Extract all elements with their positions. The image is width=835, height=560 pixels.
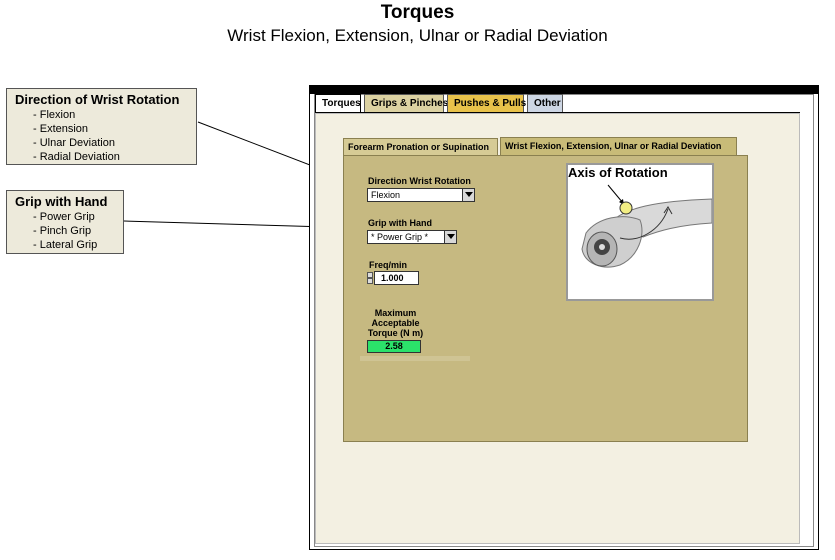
direction-select-value: Flexion xyxy=(371,190,401,200)
freq-label: Freq/min xyxy=(369,260,408,270)
list-item: Power Grip xyxy=(33,210,115,224)
callout-grip-hand: Grip with Hand Power Grip Pinch Grip Lat… xyxy=(6,190,124,254)
tab-torques[interactable]: Torques xyxy=(315,94,361,113)
callout-direction-title: Direction of Wrist Rotation xyxy=(15,92,180,107)
page-subtitle: Wrist Flexion, Extension, Ulnar or Radia… xyxy=(227,26,608,45)
tab-other[interactable]: Other xyxy=(527,94,563,112)
max-torque-label: Maximum Acceptable Torque (N m) xyxy=(367,308,424,338)
axis-rotation-label: Axis of Rotation xyxy=(568,165,668,180)
chevron-down-icon[interactable] xyxy=(462,189,474,201)
wrist-illustration xyxy=(566,163,714,301)
callout-grip-title: Grip with Hand xyxy=(15,194,108,209)
grip-select-value: * Power Grip * xyxy=(371,232,429,242)
callout-direction-rotation: Direction of Wrist Rotation Flexion Exte… xyxy=(6,88,197,165)
subtab-forearm[interactable]: Forearm Pronation or Supination xyxy=(343,138,498,155)
panel-divider xyxy=(360,356,470,361)
direction-select[interactable]: Flexion xyxy=(367,188,475,202)
callout-grip-list: Power Grip Pinch Grip Lateral Grip xyxy=(15,210,115,252)
subtab-wrist[interactable]: Wrist Flexion, Extension, Ulnar or Radia… xyxy=(500,137,737,155)
page-title: Torques xyxy=(380,2,455,23)
increment-icon[interactable] xyxy=(367,272,373,278)
grip-label: Grip with Hand xyxy=(368,218,432,228)
list-item: Extension xyxy=(33,122,188,136)
window-title-bar xyxy=(310,86,818,94)
direction-label: Direction Wrist Rotation xyxy=(368,176,471,186)
tab-strip-divider xyxy=(315,112,800,113)
chevron-down-icon[interactable] xyxy=(444,231,456,243)
callout-direction-list: Flexion Extension Ulnar Deviation Radial… xyxy=(15,108,188,164)
list-item: Radial Deviation xyxy=(33,150,188,164)
tab-grips-pinches[interactable]: Grips & Pinches xyxy=(364,94,448,112)
list-item: Lateral Grip xyxy=(33,238,115,252)
list-item: Ulnar Deviation xyxy=(33,136,188,150)
freq-input[interactable]: 1.000 xyxy=(374,271,419,285)
tab-pushes-pulls[interactable]: Pushes & Pulls xyxy=(447,94,526,112)
list-item: Pinch Grip xyxy=(33,224,115,238)
grip-select[interactable]: * Power Grip * xyxy=(367,230,457,244)
freq-stepper[interactable] xyxy=(367,272,373,285)
max-torque-output: 2.58 xyxy=(367,340,421,353)
list-item: Flexion xyxy=(33,108,188,122)
hand-grip-illustration xyxy=(581,184,713,268)
decrement-icon[interactable] xyxy=(367,278,373,284)
